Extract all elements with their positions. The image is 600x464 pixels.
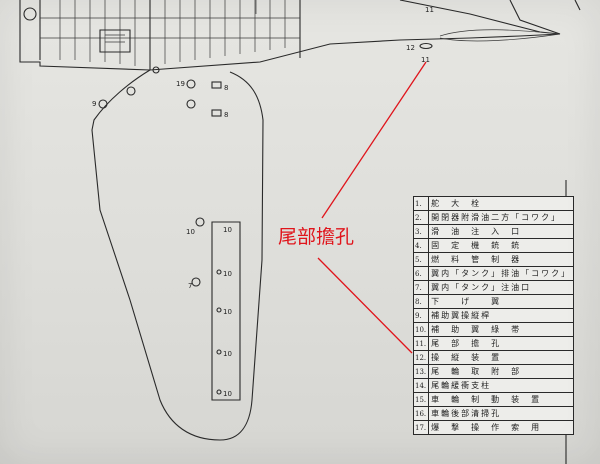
part-number: 12.	[412, 350, 430, 365]
wing-outline	[91, 0, 264, 441]
part-number: 1.	[412, 196, 430, 211]
label-tab-2: 10	[223, 270, 232, 278]
label-12: 12	[406, 44, 415, 52]
label-tab-1: 10	[223, 226, 232, 234]
label-11: 11	[421, 56, 430, 64]
parts-row: 17.爆 撃 操 作 索 用	[412, 420, 575, 435]
part-name: 燃 料 管 制 器	[428, 252, 575, 267]
part-number: 8.	[412, 294, 430, 309]
tail-hole-marker	[419, 42, 433, 50]
part-name: 開閉器附滑油二方「コワク」	[428, 210, 575, 225]
part-number: 15.	[412, 392, 430, 407]
part-name: 尾輪緩衝支柱	[428, 378, 575, 393]
callout-line-lower	[317, 257, 413, 354]
part-name: 下 げ 翼	[428, 294, 575, 309]
label-19: 19	[176, 80, 185, 88]
parts-row: 1.舵 大 栓	[412, 196, 575, 211]
label-tab-3: 10	[223, 308, 232, 316]
part-name: 操 縦 装 置	[428, 350, 575, 365]
label-10: 10	[186, 228, 195, 236]
part-name: 尾 部 擔 孔	[428, 336, 575, 351]
parts-row: 12.操 縦 装 置	[412, 350, 575, 365]
wing-fittings	[98, 66, 222, 395]
label-8a: 8	[224, 84, 228, 92]
callout-label: 尾部擔孔	[278, 226, 354, 248]
parts-row: 9.補助翼操縦桿	[412, 308, 575, 323]
label-9: 9	[92, 100, 96, 108]
parts-row: 10.補 助 翼 綠 帯	[412, 322, 575, 337]
part-name: 補助翼操縦桿	[428, 308, 575, 323]
part-name: 爆 撃 操 作 索 用	[428, 420, 575, 435]
parts-row: 8.下 げ 翼	[412, 294, 575, 309]
label-tab-4: 10	[223, 350, 232, 358]
part-name: 尾 輪 取 附 部	[428, 364, 575, 379]
parts-row: 16.車輪後部清掃孔	[412, 406, 575, 421]
part-number: 2.	[412, 210, 430, 225]
part-number: 5.	[412, 252, 430, 267]
part-number: 7.	[412, 280, 430, 295]
parts-row: 3.滑 油 注 入 口	[412, 224, 575, 239]
part-number: 6.	[412, 266, 430, 281]
part-name: 車輪後部清掃孔	[428, 406, 575, 421]
part-number: 11.	[412, 336, 430, 351]
parts-row: 13.尾 輪 取 附 部	[412, 364, 575, 379]
part-number: 17.	[412, 420, 430, 435]
part-number: 9.	[412, 308, 430, 323]
label-8b: 8	[224, 111, 228, 119]
parts-row: 7.翼内「タンク」注油口	[412, 280, 575, 295]
part-name: 補 助 翼 綠 帯	[428, 322, 575, 337]
parts-row: 15.車 輪 制 動 装 置	[412, 392, 575, 407]
part-number: 16.	[412, 406, 430, 421]
parts-row: 5.燃 料 管 制 器	[412, 252, 575, 267]
part-name: 翼内「タンク」注油口	[428, 280, 575, 295]
parts-row: 14.尾輪緩衝支柱	[412, 378, 575, 393]
parts-row: 11.尾 部 擔 孔	[412, 336, 575, 351]
fuselage-outline	[19, 0, 581, 71]
part-number: 4.	[412, 238, 430, 253]
part-name: 車 輪 制 動 装 置	[428, 392, 575, 407]
part-number: 14.	[412, 378, 430, 393]
part-name: 固 定 機 銃 銃	[428, 238, 575, 253]
part-name: 翼内「タンク」排油「コワク」	[428, 266, 575, 281]
part-number: 10.	[412, 322, 430, 337]
label-tab-5: 10	[223, 390, 232, 398]
part-number: 13.	[412, 364, 430, 379]
label-7: 7	[188, 282, 192, 290]
callout-line-upper	[321, 61, 427, 219]
parts-row: 4.固 定 機 銃 銃	[412, 238, 575, 253]
callout-annotation: 尾部擔孔	[278, 61, 427, 354]
part-number: 3.	[412, 224, 430, 239]
part-name: 滑 油 注 入 口	[428, 224, 575, 239]
part-name: 舵 大 栓	[428, 196, 575, 211]
parts-row: 6.翼内「タンク」排油「コワク」	[412, 266, 575, 281]
parts-row: 2.開閉器附滑油二方「コワク」	[412, 210, 575, 225]
station-labels: 12 11 11 19 8 8 9 10 7 10 10 10 10 10	[92, 6, 434, 398]
label-11-top: 11	[425, 6, 434, 14]
